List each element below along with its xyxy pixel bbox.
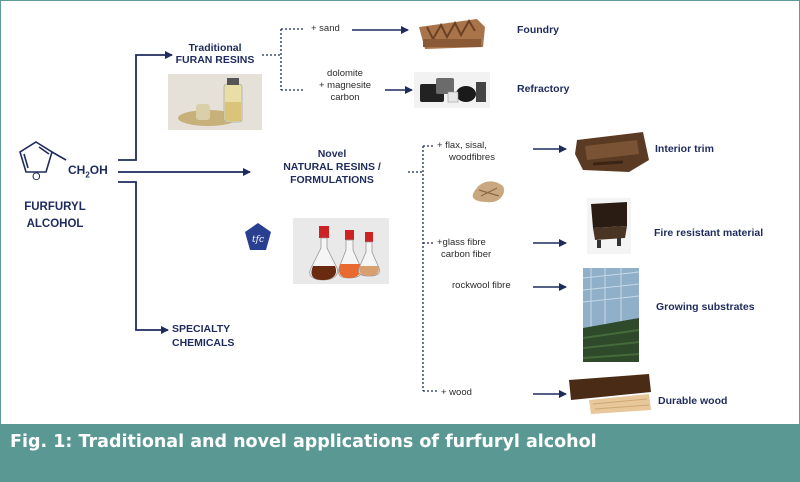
traditional-dotted-lines [262,28,437,392]
foundry-photo [419,19,485,49]
durable-wood-photo [569,374,651,414]
furan-resin-jars-photo [168,74,262,130]
refractory-label: Refractory [517,83,570,95]
formula-label: CH2OH [68,163,108,180]
rockwool-input-label: rockwool fibre [452,280,511,291]
wood-fibre-photo [472,181,505,203]
fire-resistant-label: Fire resistant material [654,227,764,239]
interior-trim-photo [575,132,649,172]
refractory-photo [414,72,490,108]
caption-bar: Fig. 1: Traditional and novel applicatio… [0,424,800,482]
wood-input-label: + wood [441,387,472,398]
foundry-label: Foundry [517,24,559,36]
ring-oxygen-label: O [32,171,41,183]
furan-ring-structure: O [19,141,67,183]
product-arrows [352,26,567,398]
durable-wood-label: Durable wood [658,395,728,407]
svg-text:tfc: tfc [252,235,264,245]
fire-resistant-photo [587,198,631,254]
figure-caption: Fig. 1: Traditional and novel applicatio… [10,432,597,452]
flax-input-label: + flax, sisal,woodfibres [437,140,495,163]
sand-input-label: + sand [311,23,340,34]
resin-flasks-photo [293,218,389,284]
main-branch-lines [118,51,251,334]
growing-substrates-label: Growing substrates [656,301,755,313]
tfc-logo: tfc [245,223,271,250]
interior-trim-label: Interior trim [655,143,714,155]
greenhouse-photo [583,268,639,362]
